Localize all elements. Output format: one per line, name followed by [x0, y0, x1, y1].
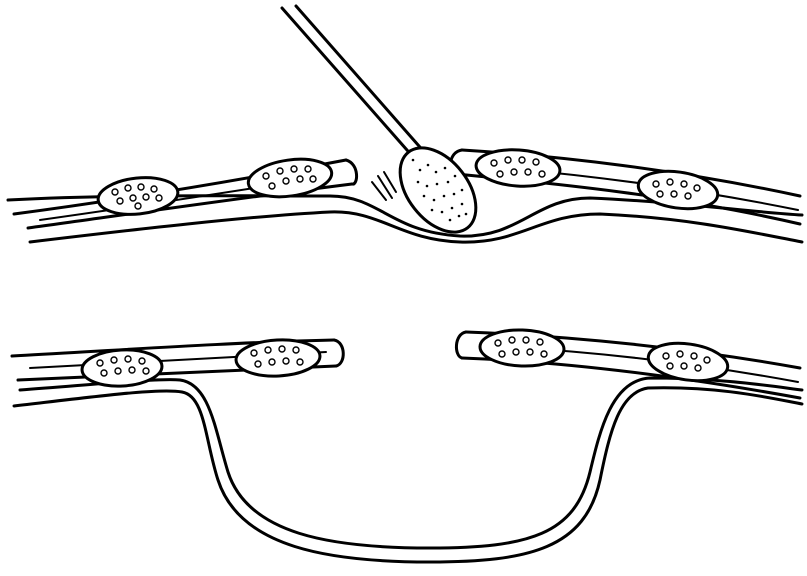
bottom-nucleus-1 [81, 348, 163, 388]
top-nucleus-1 [96, 174, 179, 218]
bottom-membrane-inner-line [20, 378, 802, 548]
bottom-panel [12, 329, 802, 562]
bottom-nucleus-3 [479, 329, 564, 368]
bottom-membrane-outer-line [14, 388, 802, 562]
cotton-swab-icon [282, 6, 491, 246]
top-nucleus-3 [475, 147, 561, 189]
top-panel [8, 6, 802, 246]
top-nucleus-4 [636, 167, 720, 214]
